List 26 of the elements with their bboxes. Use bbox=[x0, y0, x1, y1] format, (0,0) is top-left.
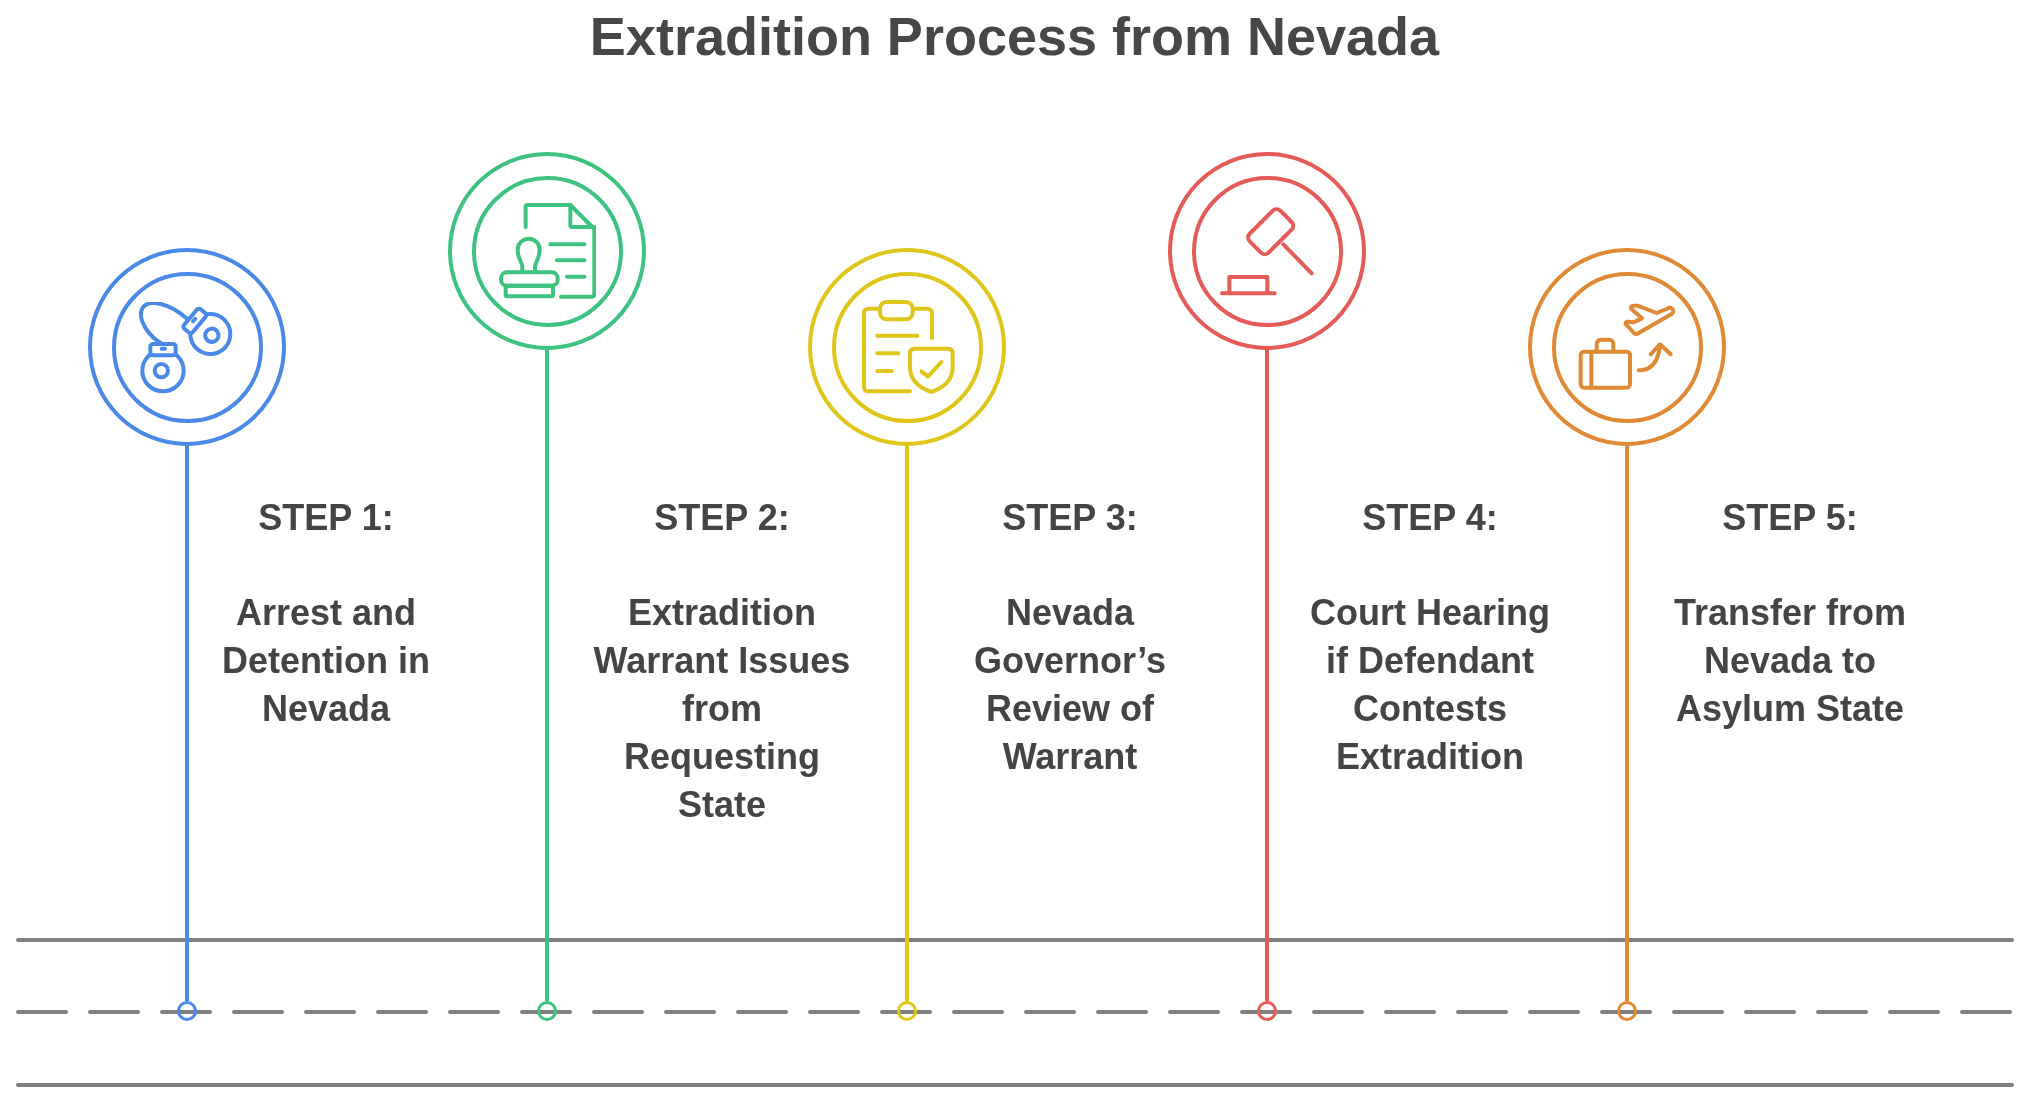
step-heading: STEP 5: bbox=[1722, 496, 1858, 540]
step-circle bbox=[448, 152, 646, 350]
step-description: Transfer from Nevada to Asylum State bbox=[1672, 591, 1908, 731]
connector-line bbox=[545, 350, 549, 1001]
step-circle bbox=[808, 248, 1006, 446]
step-heading: STEP 2: bbox=[654, 496, 790, 540]
step-heading: STEP 1: bbox=[258, 496, 394, 540]
connector-line bbox=[1625, 446, 1629, 1001]
diagram-title: Extradition Process from Nevada bbox=[589, 6, 1440, 66]
timeline-dot bbox=[177, 1001, 197, 1021]
step-description: Arrest and Detention in Nevada bbox=[221, 591, 431, 731]
timeline-dot bbox=[1617, 1001, 1637, 1021]
step-circle bbox=[1168, 152, 1366, 350]
step-circle bbox=[1528, 248, 1726, 446]
timeline-dot bbox=[1257, 1001, 1277, 1021]
connector-line bbox=[1265, 350, 1269, 1001]
timeline-dot bbox=[897, 1001, 917, 1021]
step-description: Nevada Governor’s Review of Warrant bbox=[972, 591, 1168, 779]
step-circle bbox=[88, 248, 286, 446]
connector-line bbox=[185, 446, 189, 1001]
step-heading: STEP 3: bbox=[1002, 496, 1138, 540]
step-heading: STEP 4: bbox=[1362, 496, 1498, 540]
step-description: Court Hearing if Defendant Contests Extradition bbox=[1309, 591, 1551, 779]
connector-line bbox=[905, 446, 909, 1001]
timeline-dot bbox=[537, 1001, 557, 1021]
step-description: Extradition Warrant Issues from Requesting State bbox=[592, 591, 852, 827]
